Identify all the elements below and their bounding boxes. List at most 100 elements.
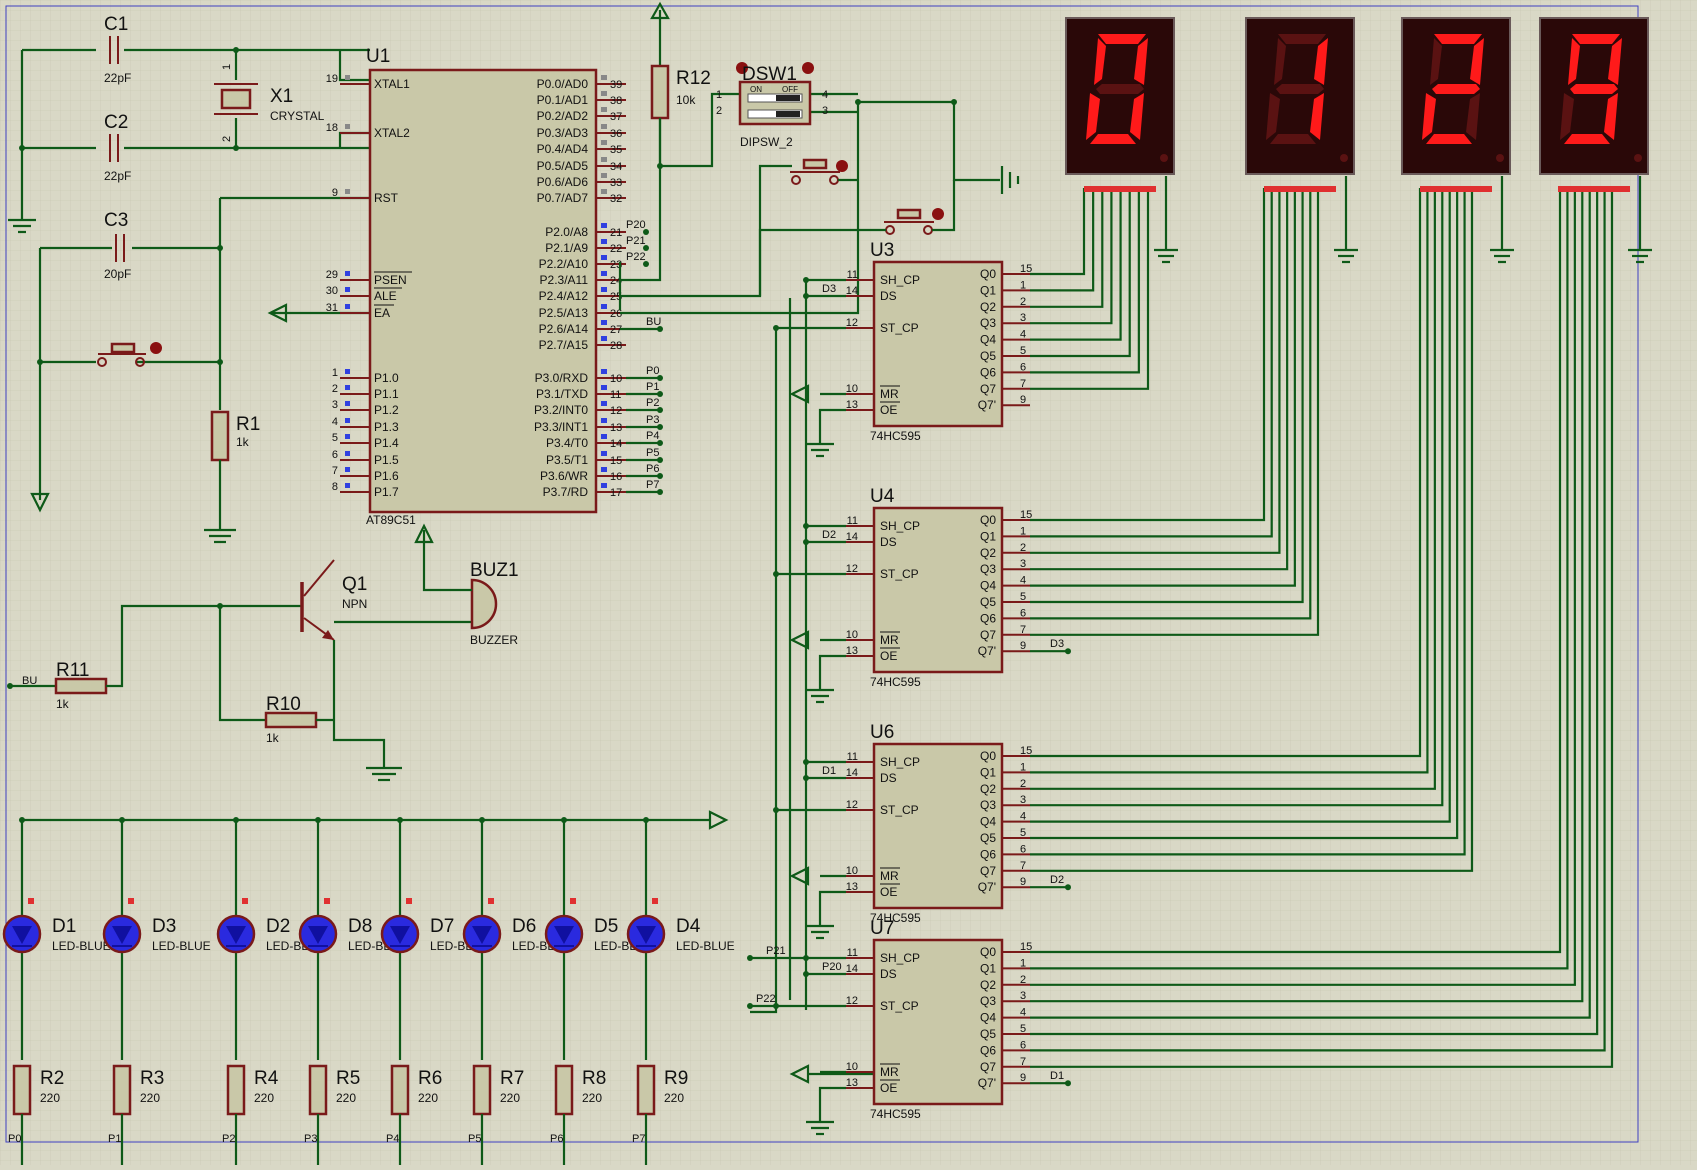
mcu-pin-num: 27 bbox=[610, 324, 622, 336]
sr-pin-name: Q7 bbox=[980, 864, 996, 878]
led-resistor-value: 220 bbox=[418, 1091, 438, 1105]
shift-register-body[interactable] bbox=[872, 260, 1004, 428]
sr-pin-num: 15 bbox=[1020, 509, 1032, 521]
led-resistor-net: P6 bbox=[550, 1133, 563, 1145]
mcu-pin-name: P2.7/A15 bbox=[539, 338, 589, 352]
sr-pin-name: Q1 bbox=[980, 765, 996, 779]
sr-pin-num: 6 bbox=[1020, 1039, 1026, 1051]
led-resistor-net: P7 bbox=[632, 1133, 645, 1145]
sr-pin-name: Q7' bbox=[978, 880, 996, 894]
sr-pin-num: 13 bbox=[846, 645, 858, 657]
c1-ref: C1 bbox=[104, 14, 128, 35]
buzzer-section bbox=[7, 523, 498, 782]
sr-pin-num: 3 bbox=[1020, 794, 1026, 806]
sr-pin-name: MR bbox=[880, 869, 899, 883]
sr-ds-net: D2 bbox=[822, 529, 836, 541]
sr-st-net: P22 bbox=[756, 993, 776, 1005]
sr-pin-name: OE bbox=[880, 885, 897, 899]
sr-part: 74HC595 bbox=[870, 1107, 921, 1121]
sr-part: 74HC595 bbox=[870, 911, 921, 925]
seven-segment-displays bbox=[1065, 17, 1652, 264]
sr-pin-num: 7 bbox=[1020, 378, 1026, 390]
sr-pin-name: OE bbox=[880, 1081, 897, 1095]
sr-pin-num: 5 bbox=[1020, 591, 1026, 603]
mcu-pin-num: 10 bbox=[610, 373, 622, 385]
sr-pin-name: Q3 bbox=[980, 994, 996, 1008]
sr-pin-num: 6 bbox=[1020, 361, 1026, 373]
sr-pin-num: 11 bbox=[847, 269, 858, 281]
sr-pin-name: Q4 bbox=[980, 333, 996, 347]
mcu-pin-name: P0.1/AD1 bbox=[537, 93, 589, 107]
x1-pin-a: 1 bbox=[221, 64, 233, 70]
r1-ref: R1 bbox=[236, 414, 260, 435]
mcu-pin-name: P2.0/A8 bbox=[545, 225, 588, 239]
led-bus bbox=[22, 810, 729, 830]
buz-ref: BUZ1 bbox=[470, 560, 519, 581]
sr-pin-num: 7 bbox=[1020, 624, 1026, 636]
sr-pin-name: Q4 bbox=[980, 1011, 996, 1025]
mcu-pin-name: P3.4/T0 bbox=[546, 436, 588, 450]
led-ref: D2 bbox=[266, 916, 290, 937]
mcu-pin-name: PSEN bbox=[374, 273, 407, 287]
mcu-wiring bbox=[618, 1, 1020, 332]
led-bank: D1LED-BLUER2220P0D3LED-BLUER3220P1D2LED-… bbox=[2, 817, 735, 1165]
sr-pin-name: Q6 bbox=[980, 1043, 996, 1057]
mcu-pin-name: P0.6/AD6 bbox=[537, 175, 589, 189]
sr-pin-num: 9 bbox=[1020, 394, 1026, 406]
sr-pin-name: DS bbox=[880, 967, 897, 981]
sr-pin-name: SH_CP bbox=[880, 519, 920, 533]
mcu-pin-num: 37 bbox=[610, 111, 622, 123]
mcu-pin-name: P3.3/INT1 bbox=[534, 420, 588, 434]
mcu-pin-num: 34 bbox=[610, 161, 622, 173]
shift-register-body[interactable] bbox=[872, 506, 1004, 674]
mcu-pin-num: 17 bbox=[610, 487, 622, 499]
sr-pin-name: SH_CP bbox=[880, 273, 920, 287]
led-ref: D5 bbox=[594, 916, 618, 937]
mcu-body[interactable] bbox=[368, 68, 598, 514]
mcu-pin-num: 31 bbox=[326, 302, 338, 314]
sr-pin-name: DS bbox=[880, 535, 897, 549]
sr-pin-num: 5 bbox=[1020, 827, 1026, 839]
mcu-net-label: BU bbox=[646, 316, 661, 328]
sr-pin-name: DS bbox=[880, 771, 897, 785]
mcu-pin-name: ALE bbox=[374, 289, 397, 303]
sr-pin-name: Q1 bbox=[980, 283, 996, 297]
sr-pin-name: Q1 bbox=[980, 961, 996, 975]
sr-pin-num: 6 bbox=[1020, 843, 1026, 855]
shift-register-body[interactable] bbox=[872, 742, 1004, 910]
mcu-pin-name: P1.2 bbox=[374, 403, 399, 417]
dsw-on: ON bbox=[750, 85, 762, 94]
led-ref: D7 bbox=[430, 916, 454, 937]
sr-pin-name: MR bbox=[880, 387, 899, 401]
dipsw[interactable] bbox=[736, 62, 814, 126]
sr-pin-num: 6 bbox=[1020, 607, 1026, 619]
c2-value: 22pF bbox=[104, 169, 131, 183]
dsw-pin1: 1 bbox=[716, 89, 722, 101]
mcu-pin-num: 4 bbox=[332, 416, 338, 428]
led-ref: D3 bbox=[152, 916, 176, 937]
sr-pin-num: 2 bbox=[1020, 778, 1026, 790]
led-ref: D1 bbox=[52, 916, 76, 937]
sr-ds-net: D3 bbox=[822, 283, 836, 295]
sr-pin-num: 14 bbox=[846, 767, 858, 779]
sr-pin-name: Q2 bbox=[980, 782, 996, 796]
q1-ref: Q1 bbox=[342, 574, 367, 595]
sr-pin-num: 1 bbox=[1020, 761, 1026, 773]
sr-pin-num: 9 bbox=[1020, 876, 1026, 888]
sr-part: 74HC595 bbox=[870, 429, 921, 443]
led-resistor-ref: R9 bbox=[664, 1068, 688, 1089]
dsw-off: OFF bbox=[782, 85, 798, 94]
sr-pin-name: Q3 bbox=[980, 562, 996, 576]
sr-pin-name: Q7 bbox=[980, 1060, 996, 1074]
sr-pin-num: 7 bbox=[1020, 860, 1026, 872]
shift-register-body[interactable] bbox=[872, 938, 1004, 1106]
mcu-pin-name: P2.3/A11 bbox=[540, 273, 589, 287]
sr-pin-name: Q0 bbox=[980, 945, 996, 959]
sr-pin-num: 11 bbox=[847, 947, 858, 959]
sr-pin-num: 15 bbox=[1020, 941, 1032, 953]
sr-ref: U3 bbox=[870, 240, 894, 261]
sr-pin-name: Q2 bbox=[980, 300, 996, 314]
led-resistor-net: P4 bbox=[386, 1133, 399, 1145]
